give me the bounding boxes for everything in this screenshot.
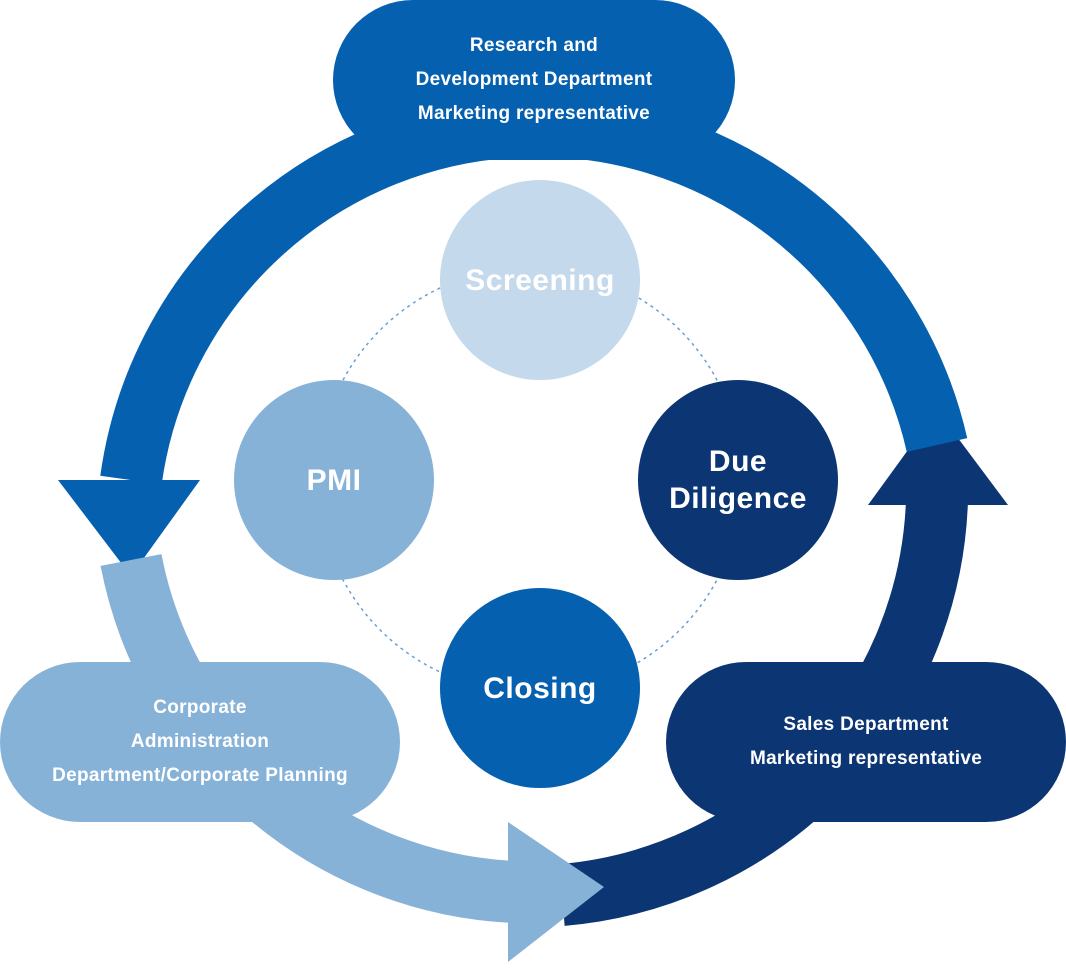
rnd-label-line: Marketing representative: [417, 103, 651, 124]
circle-pmi: [234, 380, 434, 580]
screening-label: Screening: [440, 180, 640, 380]
corporate-label-line: Administration: [130, 731, 270, 752]
closing-label-line: Closing: [483, 671, 597, 705]
circle-closing: [440, 588, 640, 788]
arrowhead-right: [508, 822, 604, 962]
sales-label-line: Marketing representative: [749, 748, 983, 769]
sales-label-line: Sales Department: [783, 714, 949, 735]
due-diligence-label-line: Diligence: [669, 482, 807, 515]
pill-sales: [666, 662, 1066, 822]
corporate-label-line: Department/Corporate Planning: [52, 765, 348, 786]
circle-screening: [440, 180, 640, 380]
screening-label-line: Screening: [465, 263, 615, 297]
pmi-label-line: PMI: [306, 463, 362, 497]
closing-label: Closing: [440, 588, 640, 788]
pill-rnd: [333, 0, 735, 160]
pill-corporate: [0, 662, 400, 822]
sales-label: Sales Department Marketing representativ…: [666, 662, 1066, 822]
arrowhead-up: [868, 410, 1008, 505]
corporate-label: Corporate Administration Department/Corp…: [0, 662, 400, 822]
arrowhead-down: [58, 480, 200, 576]
rnd-label-line: Research and: [469, 35, 599, 56]
rnd-label-line: Development Department: [415, 69, 653, 90]
rnd-label: Research and Development Department Mark…: [333, 0, 735, 160]
circle-due-diligence: [638, 380, 838, 580]
due-diligence-label: Due Diligence: [638, 380, 838, 580]
corporate-label-line: Corporate: [153, 697, 247, 718]
pmi-label: PMI: [234, 380, 434, 580]
due-diligence-label-line: Due: [708, 445, 768, 478]
